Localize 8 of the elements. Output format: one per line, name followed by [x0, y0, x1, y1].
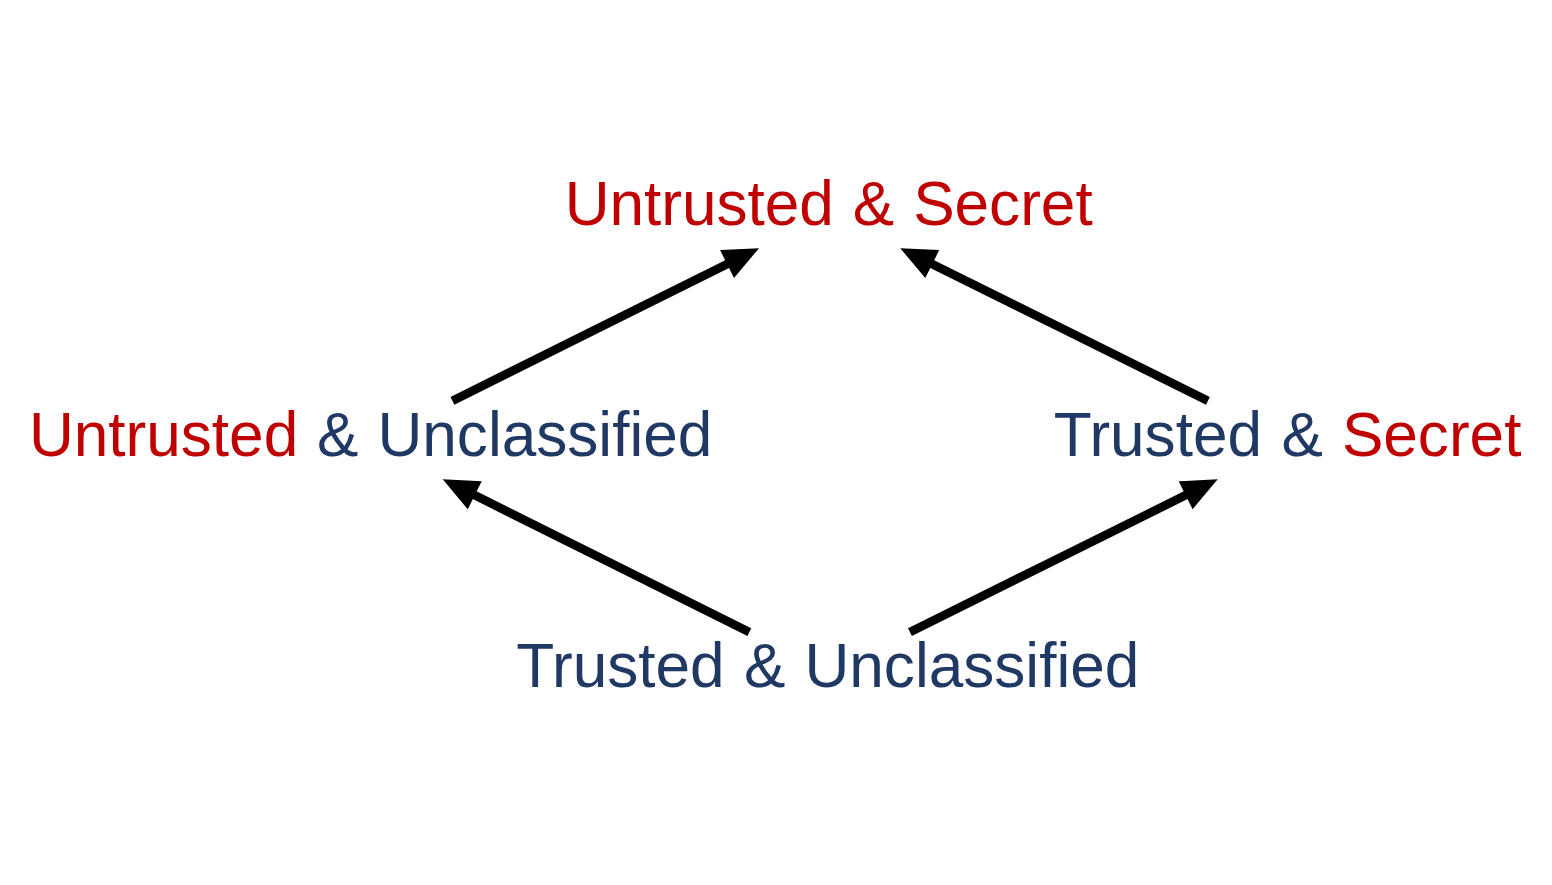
arrow [908, 479, 1218, 636]
node-text: Trusted & Unclassified [516, 631, 1140, 701]
node-text: Trusted & Secret [1053, 399, 1522, 469]
arrow [442, 479, 752, 636]
node-text: Untrusted & Secret [564, 168, 1093, 238]
arrow [900, 248, 1210, 405]
arrow [450, 248, 760, 405]
node-text: Untrusted & Unclassified [28, 399, 713, 469]
